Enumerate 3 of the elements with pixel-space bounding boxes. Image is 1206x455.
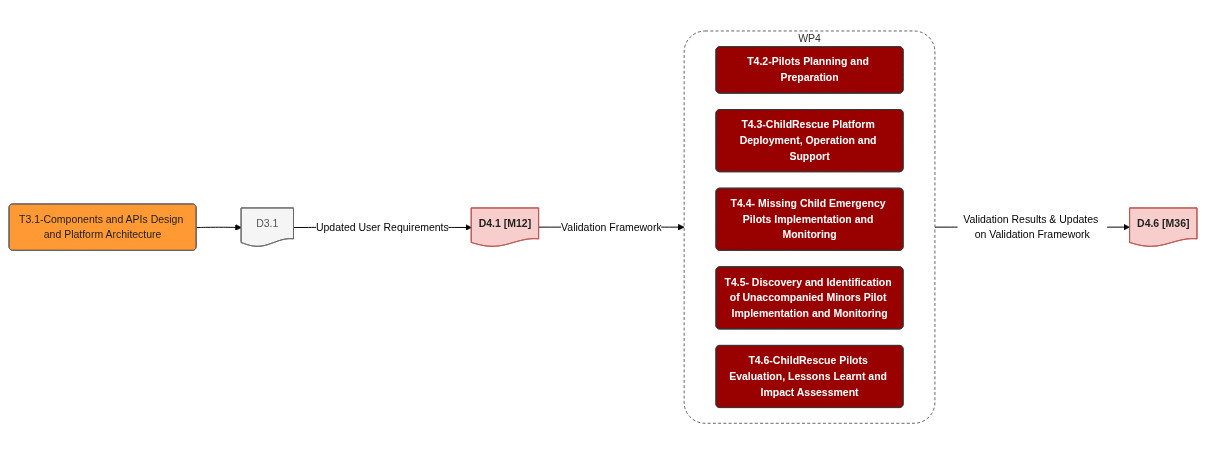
edge-label: Validation Framework bbox=[561, 221, 662, 234]
edge-label: Validation Results & Updates on Validation Framework bbox=[963, 213, 1099, 241]
edge-label: Updated User Requirements bbox=[315, 221, 449, 234]
